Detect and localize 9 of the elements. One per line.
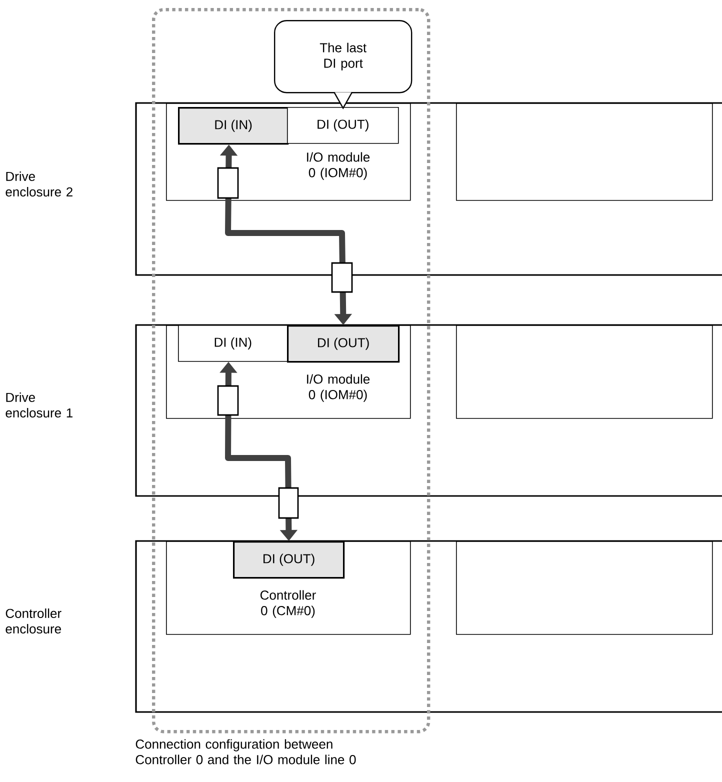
port-box: DI (OUT) xyxy=(287,325,400,363)
module-box xyxy=(456,541,713,635)
port-box: DI (OUT) xyxy=(233,541,345,579)
port-box: DI (IN) xyxy=(178,325,288,362)
module-box xyxy=(456,103,713,201)
node-label: Connection configuration between Controller 0 and the I/O module line 0 xyxy=(136,739,356,764)
port-box: DI (IN) xyxy=(178,107,289,145)
callout-bubble: The last DI port xyxy=(274,20,412,110)
module-box xyxy=(456,325,713,419)
